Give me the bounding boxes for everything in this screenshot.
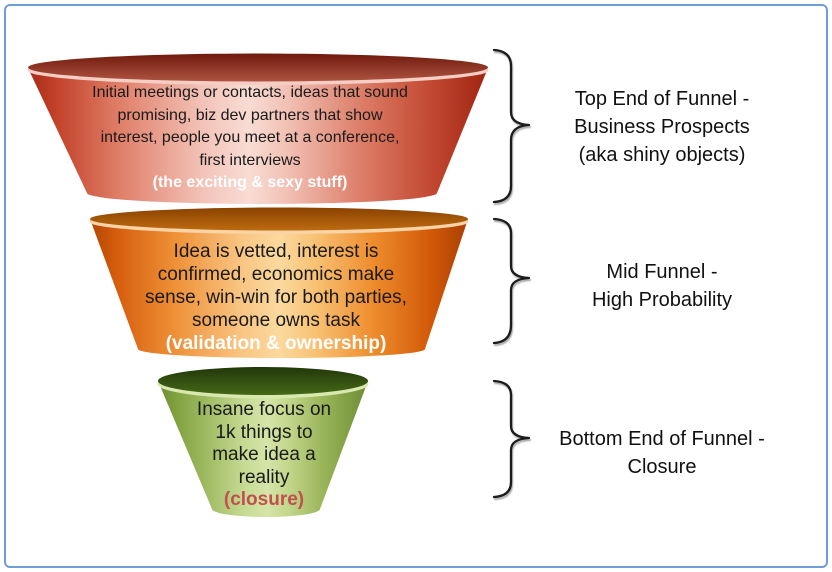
label-line: (aka shiny objects) — [578, 144, 746, 166]
bottom-funnel-text: Insane focus on 1k things to make idea a… — [164, 399, 364, 512]
label-top-funnel: Top End of Funnel - Business Prospects (… — [540, 85, 784, 169]
top-funnel-body — [28, 68, 488, 204]
funnel-text-line: 1k things to — [215, 421, 313, 443]
funnel-text-highlight: (validation & ownership) — [165, 333, 387, 354]
mid-funnel-brace — [492, 217, 531, 345]
label-line: Top End of Funnel - — [574, 88, 750, 110]
label-line: Bottom End of Funnel - — [559, 428, 765, 450]
mid-funnel-text: Idea is vetted, interest is confirmed, e… — [96, 240, 456, 355]
funnel-text-line: promising, biz dev partners that show — [117, 106, 383, 124]
bottom-funnel-brace — [492, 379, 531, 499]
label-line: Business Prospects — [574, 116, 750, 138]
mid-funnel-opening — [90, 207, 468, 231]
funnel-text-line: Idea is vetted, interest is — [173, 241, 379, 262]
funnel-text-line: reality — [238, 466, 290, 488]
label-line: High Probability — [591, 289, 733, 311]
funnel-text-line: Insane focus on — [196, 399, 332, 420]
bottom-funnel-body — [158, 381, 368, 517]
bottom-funnel-opening — [158, 367, 368, 395]
funnel-text-line: Initial meetings or contacts, ideas that… — [92, 84, 408, 101]
label-bottom-funnel: Bottom End of Funnel - Closure — [540, 425, 784, 481]
top-funnel-text: Initial meetings or contacts, ideas that… — [50, 82, 450, 195]
funnel-text-line: first interviews — [199, 151, 301, 169]
funnel-text-line: interest, people you meet at a conferenc… — [100, 129, 400, 146]
label-line: Mid Funnel - — [606, 261, 718, 283]
top-funnel-opening — [28, 53, 488, 82]
label-mid-funnel: Mid Funnel - High Probability — [540, 258, 784, 314]
funnel-text-line: make idea a — [212, 444, 316, 465]
funnel-text-highlight: (the exciting & sexy stuff) — [152, 174, 348, 191]
funnel-text-highlight: (closure) — [223, 489, 305, 510]
funnel-text-line: sense, win-win for both parties, — [145, 287, 407, 308]
funnel-text-line: someone owns task — [192, 310, 360, 331]
label-line: Closure — [627, 456, 697, 478]
mid-funnel-body — [90, 219, 468, 358]
top-funnel-brace — [492, 48, 531, 204]
funnel-text-line: confirmed, economics make — [157, 264, 395, 285]
